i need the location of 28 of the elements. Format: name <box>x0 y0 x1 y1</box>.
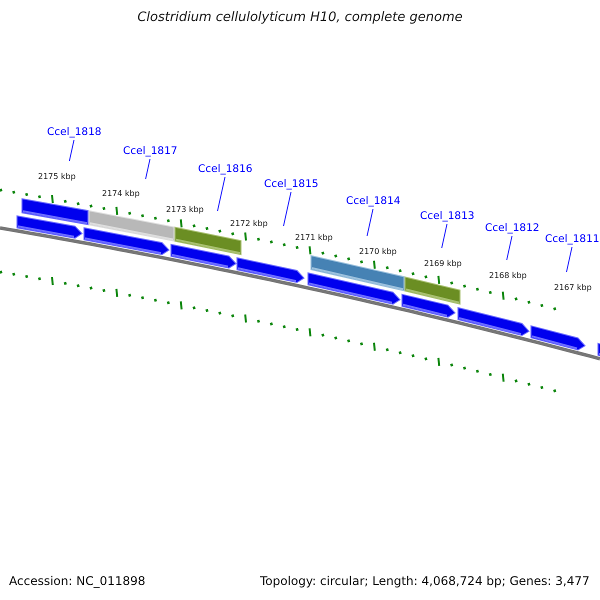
gene-label: Ccel_1813 <box>420 210 474 223</box>
scale-label: 2173 kbp <box>166 205 204 215</box>
leader-line <box>68 140 74 162</box>
scale-label: 2172 kbp <box>230 219 268 229</box>
scale-label: 2170 kbp <box>359 247 397 257</box>
leader-line <box>441 224 448 248</box>
title: Clostridium cellulolyticum H10, complete genome <box>136 10 464 25</box>
scale-label: 2171 kbp <box>295 233 333 243</box>
scale-label: 2167 kbp <box>554 283 592 293</box>
leader-line <box>283 192 292 226</box>
scale-label: 2169 kbp <box>424 259 462 269</box>
scale-label: 2175 kbp <box>38 172 76 182</box>
gene-label: Ccel_1816 <box>198 163 252 176</box>
gene-label: Ccel_1811 <box>545 233 600 246</box>
gene-label: Ccel_1812 <box>485 222 540 235</box>
footer-text: Accession: NC_011898 <box>9 574 146 588</box>
gene-label: Ccel_1817 <box>123 145 178 158</box>
leader-line <box>145 158 150 180</box>
gene-label: Ccel_1814 <box>346 195 400 208</box>
leader-line <box>506 236 512 260</box>
scale-label: 2168 kbp <box>489 271 527 281</box>
footer-text: Topology: circular; Length: 4,068,724 bp; Genes: 3,477 <box>260 574 590 588</box>
gene-label: Ccel_1815 <box>264 178 318 191</box>
leader-line <box>217 176 226 212</box>
gene-label: Ccel_1818 <box>47 126 102 139</box>
leader-line <box>566 246 572 272</box>
leader-line <box>366 208 374 236</box>
scale-label: 2174 kbp <box>102 189 140 199</box>
